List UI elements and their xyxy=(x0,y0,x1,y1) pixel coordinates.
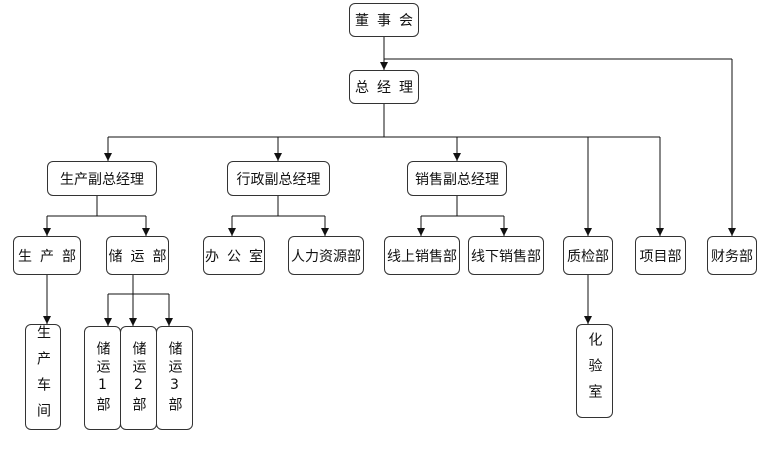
node-vp-sales: 销售副总经理 xyxy=(407,161,507,196)
node-storage-2: 储运2部 xyxy=(120,326,157,430)
node-offline-sales: 线下销售部 xyxy=(468,236,544,275)
node-finance: 财务部 xyxy=(707,236,757,275)
node-gm: 总经理 xyxy=(349,70,419,104)
node-storage-3: 储运3部 xyxy=(156,326,193,430)
node-hr: 人力资源部 xyxy=(288,236,364,275)
node-vp-admin: 行政副总经理 xyxy=(227,161,330,196)
node-board: 董事会 xyxy=(349,3,419,37)
node-production-dept: 生产部 xyxy=(13,236,81,275)
node-storage-dept: 储运部 xyxy=(106,236,169,275)
node-office: 办公室 xyxy=(203,236,265,275)
node-qc: 质检部 xyxy=(563,236,613,275)
node-workshop: 生产车间 xyxy=(25,324,61,430)
node-project: 项目部 xyxy=(635,236,686,275)
node-online-sales: 线上销售部 xyxy=(384,236,460,275)
node-lab: 化验室 xyxy=(576,324,613,418)
node-vp-production: 生产副总经理 xyxy=(47,161,157,196)
node-storage-1: 储运1部 xyxy=(84,326,121,430)
